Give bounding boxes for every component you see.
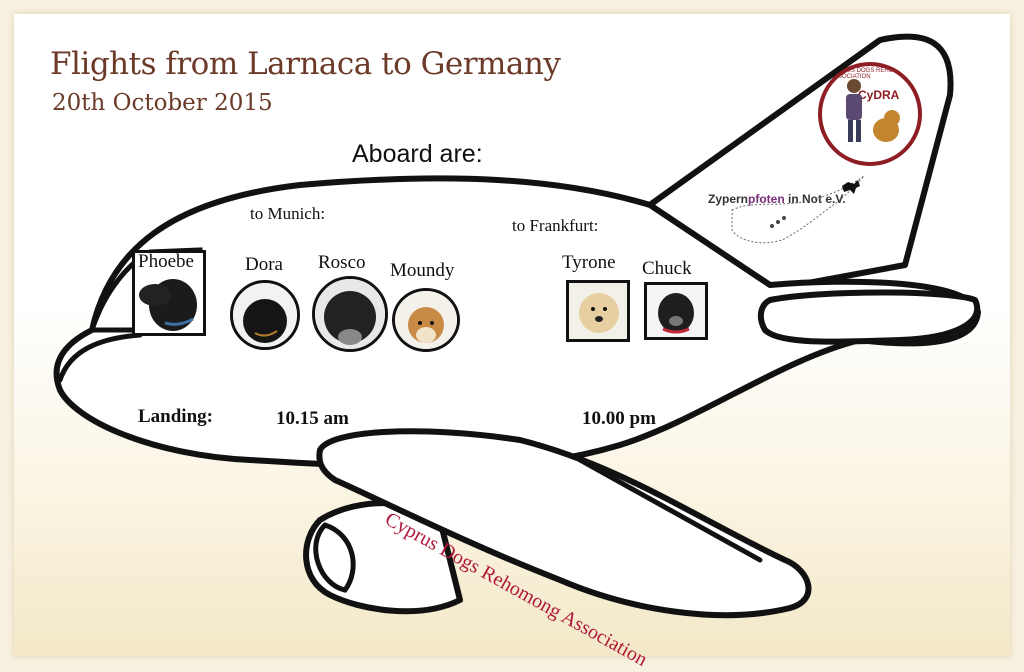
flight-date: 20th October 2015 <box>52 90 273 116</box>
wing-inner-line <box>577 457 763 563</box>
dog-icon <box>569 283 627 339</box>
frankfurt-label: to Frankfurt: <box>512 216 599 235</box>
dog-photo-phoebe <box>132 250 206 336</box>
landing-label: Landing: <box>138 406 213 427</box>
engine-intake <box>313 522 356 593</box>
dog-icon <box>315 279 385 349</box>
dog-name-rosco: Rosco <box>318 252 366 273</box>
dog-icon <box>135 253 203 333</box>
cydra-ring-text: CYPRUS DOGS REHOMING ASSOCIATION <box>830 68 910 80</box>
zyp-part1: Zypern <box>708 192 749 206</box>
dog-icon <box>395 291 457 349</box>
dog-photo-dora <box>230 280 300 350</box>
dog-icon <box>647 285 705 337</box>
boy-and-dog-icon <box>846 79 900 142</box>
dog-icon <box>233 283 297 347</box>
dog-name-moundy: Moundy <box>390 260 455 281</box>
zyp-part2: pfoten <box>748 192 785 206</box>
cydra-logo-text: CyDRA <box>858 88 900 102</box>
dog-photo-moundy <box>392 288 460 352</box>
rear-stabilizer <box>757 289 980 345</box>
landing-time-munich: 10.15 am <box>276 408 349 429</box>
landing-time-frankfurt: 10.00 pm <box>582 408 656 429</box>
cyprus-map-icon <box>731 175 865 244</box>
cydra-logo: CYPRUS DOGS REHOMING ASSOCIATION CyDRA <box>818 62 922 166</box>
page-title: Flights from Larnaca to Germany <box>50 46 561 82</box>
dog-name-tyrone: Tyrone <box>562 252 616 273</box>
munich-label: to Munich: <box>250 204 326 223</box>
dog-name-dora: Dora <box>245 254 283 275</box>
aboard-heading: Aboard are: <box>352 140 483 168</box>
wing <box>316 428 812 619</box>
dog-name-phoebe: Phoebe <box>138 251 194 272</box>
dog-photo-tyrone <box>566 280 630 342</box>
dog-name-chuck: Chuck <box>642 258 692 279</box>
belly-line <box>57 332 143 383</box>
dog-photo-chuck <box>644 282 708 340</box>
dog-photo-rosco <box>312 276 388 352</box>
